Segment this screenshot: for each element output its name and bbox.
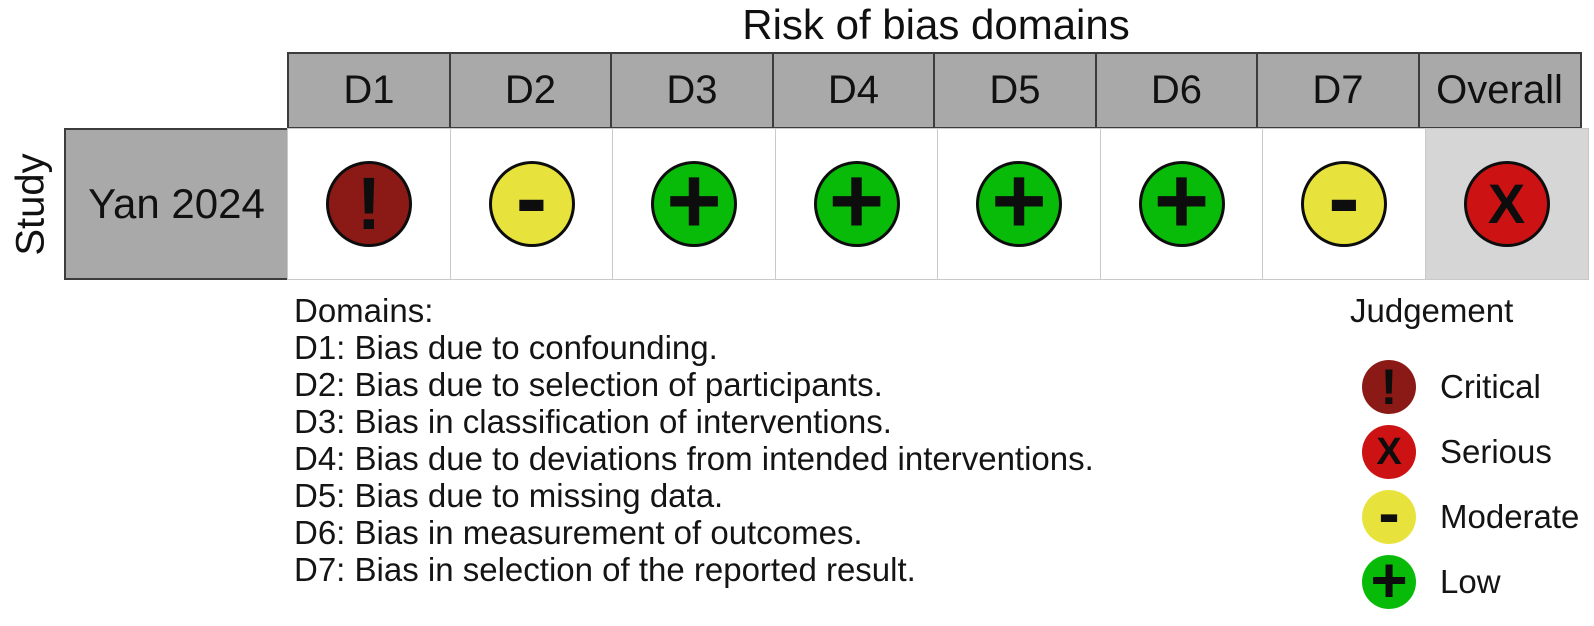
traffic-light-moderate-icon: - [488, 150, 575, 247]
traffic-light-low-icon: + [813, 153, 900, 248]
judgement-cell-d4: + [774, 128, 939, 280]
domains-note: Domains: D1: Bias due to confounding.D2:… [294, 292, 1094, 588]
domain-note-line: D5: Bias due to missing data. [294, 477, 724, 514]
column-header-d1: D1 [287, 52, 451, 129]
domains-note-heading: Domains: [294, 292, 434, 329]
domain-note-line: D7: Bias in selection of the reported re… [294, 551, 916, 588]
legend-label: Moderate [1440, 498, 1580, 535]
judgement-cell-overall: X [1424, 128, 1589, 280]
legend-symbol: X [1376, 431, 1402, 473]
column-header-d6: D6 [1094, 52, 1259, 129]
legend-title: Judgement [1350, 292, 1514, 329]
legend-symbol: + [1370, 544, 1408, 616]
judgement-cell-d6: + [1099, 128, 1264, 280]
judgement-cell-d3: + [612, 128, 776, 280]
legend-symbol: - [1378, 477, 1400, 549]
column-header-d3: D3 [610, 52, 774, 129]
judgement-symbol: - [1328, 144, 1360, 251]
column-header-d5: D5 [933, 52, 1097, 129]
legend-item-low: + Low [1340, 548, 1579, 612]
domain-note-line: D2: Bias due to selection of participant… [294, 366, 883, 403]
legend-label: Serious [1440, 433, 1552, 470]
judgement-symbol: + [828, 147, 885, 254]
study-name-cell: Yan 2024 [64, 128, 289, 280]
judgement-cell-d5: + [937, 128, 1101, 280]
column-header-d4: D4 [771, 52, 936, 129]
traffic-light-low-icon: + [651, 153, 737, 248]
study-axis-text: Study [8, 152, 53, 256]
study-axis-label: Study [0, 128, 62, 280]
judgement-cell-d2: - [449, 128, 614, 280]
domains-note-list: D1: Bias due to confounding.D2: Bias due… [294, 329, 1094, 588]
column-header-overall: Overall [1417, 52, 1582, 129]
judgement-cell-d1: ! [287, 128, 451, 280]
traffic-light-serious-icon: X [1463, 161, 1550, 247]
judgement-symbol: ! [356, 162, 382, 245]
domain-note-line: D4: Bias due to deviations from intended… [294, 440, 1094, 477]
legend-item-critical: ! Critical [1340, 360, 1579, 414]
legend-symbol: ! [1380, 359, 1398, 415]
traffic-light-row: !-++++-X [287, 128, 1589, 280]
legend-low-icon: + [1362, 548, 1416, 612]
study-name: Yan 2024 [88, 180, 265, 227]
judgement-symbol: - [515, 144, 548, 251]
traffic-light-moderate-icon: - [1301, 150, 1387, 247]
traffic-light-low-icon: + [976, 153, 1062, 248]
judgement-symbol: X [1487, 172, 1526, 235]
judgement-cell-d7: - [1262, 128, 1426, 280]
legend-critical-icon: ! [1362, 360, 1416, 414]
legend-item-moderate: -Moderate [1340, 481, 1580, 545]
traffic-light-low-icon: + [1138, 153, 1225, 248]
column-header-d2: D2 [448, 52, 613, 129]
traffic-light-critical-icon: ! [326, 161, 412, 247]
judgement-symbol: + [666, 147, 722, 254]
domain-note-line: D6: Bias in measurement of outcomes. [294, 514, 863, 551]
judgement-symbol: + [991, 147, 1047, 254]
legend-serious-icon: X [1362, 425, 1416, 479]
domain-note-line: D3: Bias in classification of interventi… [294, 403, 892, 440]
legend-moderate-icon: - [1362, 481, 1416, 545]
domain-note-line: D1: Bias due to confounding. [294, 329, 718, 366]
figure-title: Risk of bias domains [742, 1, 1130, 48]
judgement-symbol: + [1153, 147, 1210, 254]
legend-item-serious: X Serious [1340, 425, 1579, 479]
legend-label: Critical [1440, 368, 1541, 405]
column-header-d7: D7 [1256, 52, 1420, 129]
legend-label: Low [1440, 563, 1501, 600]
